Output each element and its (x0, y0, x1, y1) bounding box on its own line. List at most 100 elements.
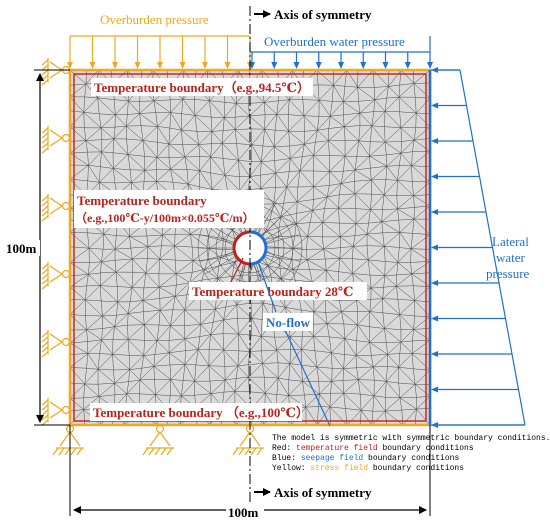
temp-tunnel-label: Temperature boundary 28℃ (192, 284, 353, 299)
roller-link (49, 197, 63, 207)
no-flow-label: No-flow (266, 315, 311, 330)
bottom-support-hatch (76, 447, 83, 456)
height-dim-bg (4, 240, 40, 256)
roller-hatch (41, 137, 49, 144)
mesh-spoke (199, 251, 235, 262)
mesh-spoke (263, 255, 296, 275)
tunnel-temperature-boundary (232, 230, 251, 266)
water-arrow-head (360, 62, 367, 69)
roller-circle (61, 269, 71, 279)
mesh-spoke (204, 255, 237, 275)
roller-hatch (41, 69, 49, 76)
roller-hatch (41, 399, 49, 406)
bottom-support-hatch (244, 447, 251, 456)
legend-yellow-suffix: boundary conditions (368, 464, 464, 473)
no-flow-leader (257, 261, 277, 313)
roller-hatch (41, 278, 49, 285)
bottom-support-hatch (232, 447, 239, 456)
mesh-spoke (265, 251, 301, 262)
roller-circle (61, 405, 71, 415)
bottom-support-hatch (142, 447, 149, 456)
bottom-support-hatch (154, 447, 161, 456)
overburden-arrow-head (89, 62, 96, 69)
axis-of-symmetry-bottom-label: Axis of symmetry (274, 485, 372, 500)
bottom-support-pin (155, 424, 165, 434)
lateral-water-pressure-label: Lateral water pressure (486, 234, 530, 281)
water-arrow-head (404, 62, 411, 69)
bottom-support-link (149, 431, 161, 447)
roller-circle (61, 133, 71, 143)
lateral-arrow-head (431, 315, 438, 322)
roller-link (49, 69, 63, 79)
water-arrow-head (315, 62, 322, 69)
legend-blue-field: seepage field (301, 454, 364, 463)
overburden-arrow-head (67, 62, 73, 69)
temp-left-bg (74, 190, 264, 228)
temp-bottom-callout: Temperature boundary （e.g.,100℃） (90, 403, 309, 421)
roller-hatch (41, 74, 49, 81)
left-roller-supports (41, 58, 71, 426)
roller-hatch (41, 419, 49, 426)
roller-hatch (41, 64, 49, 71)
bottom-support-link (159, 431, 171, 447)
mesh-spoke (257, 202, 277, 235)
roller-hatch (41, 142, 49, 149)
lateral-arrow-head (431, 244, 438, 251)
bottom-support-hatch (166, 447, 173, 456)
overburden-arrow-head (224, 62, 231, 69)
no-flow-bg (263, 313, 313, 331)
no-flow-leader-long (284, 329, 331, 427)
roller-hatch (41, 127, 49, 134)
mesh-spoke (265, 234, 301, 245)
legend-yellow-prefix: Yellow: (272, 464, 310, 473)
bottom-support-hatch (238, 447, 245, 456)
mesh-spoke (199, 234, 235, 245)
lateral-label-line3: pressure (486, 266, 530, 281)
legend-yellow-field: stress field (310, 464, 368, 473)
bottom-support-link (59, 431, 71, 447)
lateral-arrow-head (431, 209, 438, 215)
overburden-arrow-head (157, 62, 163, 69)
roller-link (49, 401, 63, 411)
roller-link (49, 333, 63, 343)
bottom-support-hatch (148, 447, 155, 456)
overburden-pressure-label: Overburden pressure (100, 12, 209, 27)
temp-top-label: Temperature boundary（e.g.,94.5℃） (94, 80, 310, 95)
roller-hatch (41, 331, 49, 338)
tunnel-seepage-boundary (249, 230, 268, 266)
bottom-support-hatch (70, 447, 77, 456)
axis-of-symmetry-top-label: Axis of symmetry (274, 7, 372, 22)
roller-hatch (41, 200, 49, 207)
temp-tunnel-leader (229, 257, 244, 285)
roller-hatch (41, 79, 49, 86)
axis-of-symmetry-top: Axis of symmetry (254, 7, 372, 22)
overburden-arrow-head (134, 62, 141, 69)
lateral-label-line1: Lateral (492, 234, 529, 249)
temp-bottom-bg (90, 403, 302, 421)
roller-hatch (41, 263, 49, 270)
mesh-spoke (261, 259, 287, 285)
legend-red-field: temperature field (296, 444, 378, 453)
legend-line-yellow: Yellow: stress field boundary conditions (272, 464, 464, 473)
bottom-support-hatch (250, 447, 257, 456)
overburden-pressure-load (67, 35, 253, 69)
no-flow-callout: No-flow (257, 261, 331, 427)
overburden-arrow-head (202, 62, 208, 69)
water-arrow-head (382, 62, 389, 69)
legend-line-blue: Blue: seepage field boundary conditions (272, 454, 459, 463)
roller-hatch (41, 132, 49, 139)
roller-link (49, 409, 63, 419)
height-dim-label: 100m (6, 241, 37, 256)
lateral-arrow-head (431, 351, 438, 357)
mesh-spoke (263, 221, 296, 241)
overburden-arrow-head (112, 62, 118, 69)
roller-link (49, 137, 63, 147)
roller-hatch (41, 268, 49, 275)
overburden-arrow-head (179, 62, 186, 69)
lateral-water-pressure-load (430, 67, 526, 428)
temp-left-label-line1: Temperature boundary (77, 193, 207, 208)
roller-hatch (41, 59, 49, 66)
roller-circle (61, 337, 71, 347)
legend-red-suffix: boundary conditions (378, 444, 474, 453)
roller-hatch (41, 147, 49, 154)
